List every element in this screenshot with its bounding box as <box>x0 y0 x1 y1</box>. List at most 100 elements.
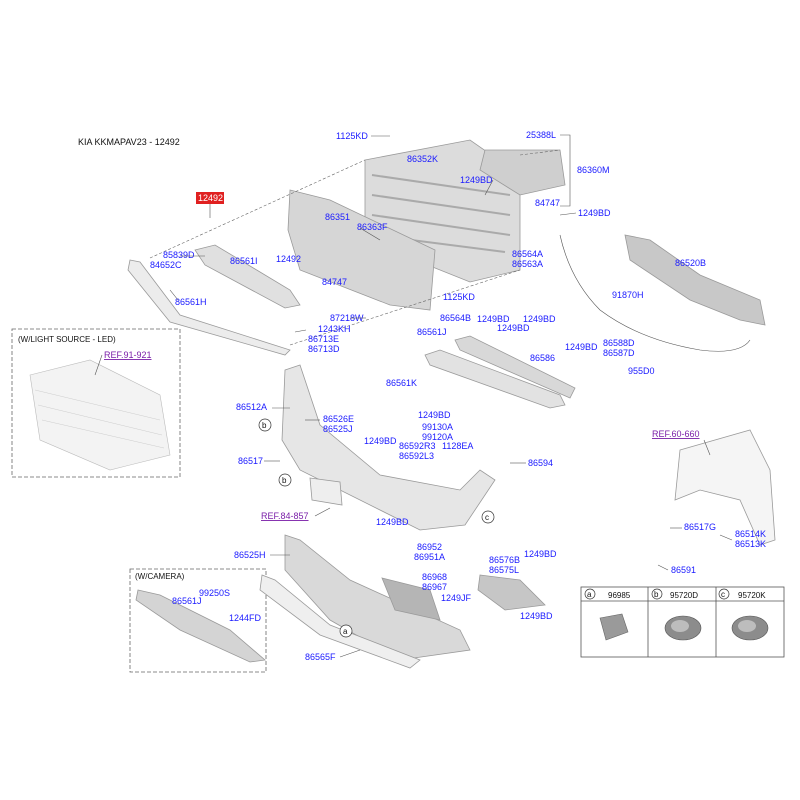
part-99120A[interactable]: 99120A <box>422 432 453 442</box>
part-1249BD-a[interactable]: 1249BD <box>460 175 493 185</box>
part-86952[interactable]: 86952 <box>417 542 442 552</box>
part-86520B[interactable]: 86520B <box>675 258 706 268</box>
garnish-strip-86561k <box>454 335 576 399</box>
svg-text:c: c <box>721 590 725 599</box>
part-1249BD-e[interactable]: 1249BD <box>497 323 530 333</box>
part-1249BD-c[interactable]: 1249BD <box>477 314 510 324</box>
part-86967[interactable]: 86967 <box>422 582 447 592</box>
part-86360M[interactable]: 86360M <box>577 165 610 175</box>
part-86525J[interactable]: 86525J <box>323 424 353 434</box>
ref-link-60-660[interactable]: REF.60-660 <box>652 429 700 439</box>
part-86561K[interactable]: 86561K <box>386 378 417 388</box>
part-86587D[interactable]: 86587D <box>603 348 635 358</box>
part-1244FD[interactable]: 1244FD <box>229 613 262 623</box>
callout-b-1[interactable]: b <box>258 418 272 432</box>
part-86565F[interactable]: 86565F <box>305 652 336 662</box>
part-99130A[interactable]: 99130A <box>422 422 453 432</box>
part-84747-a[interactable]: 84747 <box>535 198 560 208</box>
legend-item-c[interactable]: c 95720K <box>718 588 769 641</box>
garnish-strip-86561h <box>127 259 291 356</box>
part-1249JF[interactable]: 1249JF <box>441 593 472 603</box>
part-86514K[interactable]: 86514K <box>735 529 766 539</box>
part-84652C[interactable]: 84652C <box>150 260 182 270</box>
part-955D0[interactable]: 955D0 <box>628 366 655 376</box>
energy-absorber <box>624 234 766 326</box>
part-86561H[interactable]: 86561H <box>175 297 207 307</box>
led-grille-sketch <box>29 359 171 471</box>
part-86517[interactable]: 86517 <box>238 456 263 466</box>
fender-sketch <box>674 429 776 546</box>
highlight-code[interactable]: 12492 <box>198 193 223 203</box>
ref-link-84-857[interactable]: REF.84-857 <box>261 511 309 521</box>
part-86951A[interactable]: 86951A <box>414 552 445 562</box>
part-12492[interactable]: 12492 <box>276 254 301 264</box>
part-91870H[interactable]: 91870H <box>612 290 644 300</box>
camera-lip-86561j <box>135 589 266 663</box>
part-86512A[interactable]: 86512A <box>236 402 267 412</box>
highlight-box <box>196 192 224 204</box>
sensor-legend: a 96985 b 95720D c 95720K <box>580 586 785 658</box>
leader-lines <box>94 134 733 658</box>
part-86586[interactable]: 86586 <box>530 353 555 363</box>
part-86713E[interactable]: 86713E <box>308 334 339 344</box>
grille-insert <box>381 577 441 621</box>
part-1125KD-b[interactable]: 1125KD <box>443 292 475 302</box>
part-86564B[interactable]: 86564B <box>440 313 471 323</box>
part-1249BD-b[interactable]: 1249BD <box>578 208 611 218</box>
part-86576B[interactable]: 86576B <box>489 555 520 565</box>
part-1125KD-a[interactable]: 1125KD <box>336 131 368 141</box>
part-86563A[interactable]: 86563A <box>512 259 543 269</box>
part-1249BD-j[interactable]: 1249BD <box>524 549 557 559</box>
svg-text:a: a <box>587 590 592 599</box>
part-86561J-a[interactable]: 86561J <box>417 327 447 337</box>
part-86363F[interactable]: 86363F <box>357 222 388 232</box>
part-1249BD-f[interactable]: 1249BD <box>565 342 598 352</box>
part-1249BD-d[interactable]: 1249BD <box>523 314 556 324</box>
ref-link-91-921[interactable]: REF.91-921 <box>104 350 152 360</box>
part-99250S[interactable]: 99250S <box>199 588 230 598</box>
legend-item-b[interactable]: b 95720D <box>651 588 702 641</box>
part-87218W[interactable]: 87218W <box>330 313 364 323</box>
lower-skid-86525h <box>284 534 471 661</box>
callout-c[interactable]: c <box>481 510 495 524</box>
upper-bumper-cover <box>287 189 436 311</box>
license-bracket <box>309 477 343 506</box>
part-1128EA[interactable]: 1128EA <box>442 441 473 451</box>
part-86561J-b[interactable]: 86561J <box>172 596 202 606</box>
part-86564A-a[interactable]: 86564A <box>512 249 543 259</box>
callout-a[interactable]: a <box>339 624 353 638</box>
wiring-harness <box>559 234 751 352</box>
part-86561I[interactable]: 86561I <box>230 256 258 266</box>
svg-text:b: b <box>262 421 267 430</box>
legend-item-a[interactable]: a 96985 <box>584 588 631 641</box>
svg-text:a: a <box>343 627 348 636</box>
part-86594[interactable]: 86594 <box>528 458 553 468</box>
part-1249BD-g[interactable]: 1249BD <box>418 410 451 420</box>
part-86591[interactable]: 86591 <box>671 565 696 575</box>
part-84747-b[interactable]: 84747 <box>322 277 347 287</box>
part-86352K[interactable]: 86352K <box>407 154 438 164</box>
part-86575L[interactable]: 86575L <box>489 565 519 575</box>
part-1249BD-i[interactable]: 1249BD <box>376 517 409 527</box>
part-86517G[interactable]: 86517G <box>684 522 716 532</box>
part-86526E[interactable]: 86526E <box>323 414 354 424</box>
part-86351[interactable]: 86351 <box>325 212 350 222</box>
part-86513K[interactable]: 86513K <box>735 539 766 549</box>
part-1249BD-h[interactable]: 1249BD <box>364 436 397 446</box>
part-86588D[interactable]: 86588D <box>603 338 635 348</box>
assembly-line-1 <box>149 159 366 259</box>
lower-lip-86565f <box>259 574 421 669</box>
part-86525H[interactable]: 86525H <box>234 550 266 560</box>
part-1243KH[interactable]: 1243KH <box>318 324 351 334</box>
page-title: KIA KKMAPAV23 - 12492 <box>78 137 180 147</box>
part-86713D[interactable]: 86713D <box>308 344 340 354</box>
bracket-86576b <box>477 574 546 611</box>
part-86592R3[interactable]: 86592R3 <box>399 441 436 451</box>
part-25388L[interactable]: 25388L <box>526 130 556 140</box>
part-85839D[interactable]: 85839D <box>163 250 195 260</box>
callout-b-2[interactable]: b <box>278 473 292 487</box>
part-1249BD-k[interactable]: 1249BD <box>520 611 553 621</box>
part-86968[interactable]: 86968 <box>422 572 447 582</box>
part-86592L3[interactable]: 86592L3 <box>399 451 434 461</box>
